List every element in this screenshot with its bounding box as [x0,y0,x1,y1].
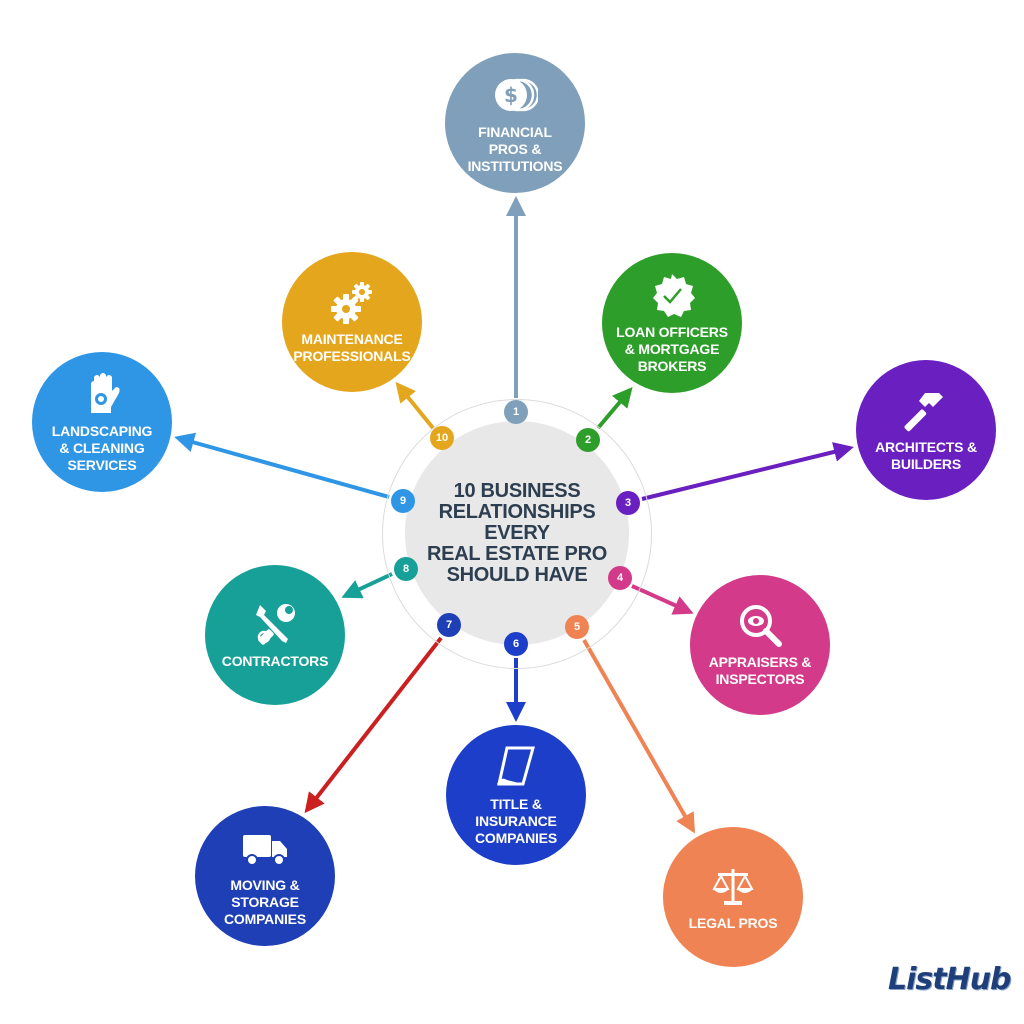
document-scroll-icon [493,744,539,790]
badge-5: 5 [565,615,589,639]
dollar-coins-icon: $ [492,72,538,118]
node-4: APPRAISERS & INSPECTORS [690,575,830,715]
node-label: MOVING & STORAGE COMPANIES [224,876,306,927]
hub-outer-ring [382,399,652,669]
hammer-icon [903,387,949,433]
arrow-5 [582,639,695,834]
checkmark-seal-icon [649,272,695,318]
badge-4: 4 [608,566,632,590]
node-8: CONTRACTORS [205,565,345,705]
node-7: MOVING & STORAGE COMPANIES [195,806,335,946]
magnifier-eye-icon [737,602,783,648]
node-6: TITLE & INSURANCE COMPANIES [446,725,586,865]
wrench-screwdriver-icon [252,601,298,647]
arrow-7 [304,636,443,814]
hub-title: 10 BUSINESS RELATIONSHIPS EVERY REAL EST… [427,479,607,586]
node-9: LANDSCAPING & CLEANING SERVICES [32,352,172,492]
badge-2: 2 [576,428,600,452]
truck-icon [242,825,288,871]
arrow-9 [174,432,390,499]
node-label: ARCHITECTS & BUILDERS [875,439,977,472]
node-label: CONTRACTORS [221,652,329,669]
node-2: LOAN OFFICERS & MORTGAGE BROKERS [602,253,742,393]
badge-10: 10 [430,426,454,450]
node-3: ARCHITECTS & BUILDERS [856,360,996,500]
arrow-4 [631,584,694,615]
badge-1: 1 [504,400,528,424]
svg-text:$: $ [504,83,518,107]
scales-icon [710,863,756,909]
node-10: MAINTENANCE PROFESSIONALS [282,252,422,392]
arrow-10 [395,381,435,430]
arrow-2 [596,386,633,430]
node-5: LEGAL PROS [663,827,803,967]
node-label: APPRAISERS & INSPECTORS [708,654,812,687]
node-label: TITLE & INSURANCE COMPANIES [475,795,557,846]
badge-7: 7 [437,613,461,637]
gears-icon [329,279,375,325]
arrow-3 [641,442,854,501]
arrow-8 [341,572,393,599]
node-label: LANDSCAPING & CLEANING SERVICES [51,422,153,473]
badge-3: 3 [616,491,640,515]
hub-circle: 10 BUSINESS RELATIONSHIPS EVERY REAL EST… [405,421,629,645]
gloved-hand-icon [79,371,125,417]
badge-9: 9 [391,489,415,513]
node-label: FINANCIAL PROS & INSTITUTIONS [467,123,563,174]
listhub-logo: ListHub [888,962,1012,997]
badge-8: 8 [394,557,418,581]
node-label: LEGAL PROS [688,914,778,931]
node-label: LOAN OFFICERS & MORTGAGE BROKERS [616,323,728,374]
badge-6: 6 [504,632,528,656]
node-1: $ FINANCIAL PROS & INSTITUTIONS [445,53,585,193]
node-label: MAINTENANCE PROFESSIONALS [293,331,411,364]
